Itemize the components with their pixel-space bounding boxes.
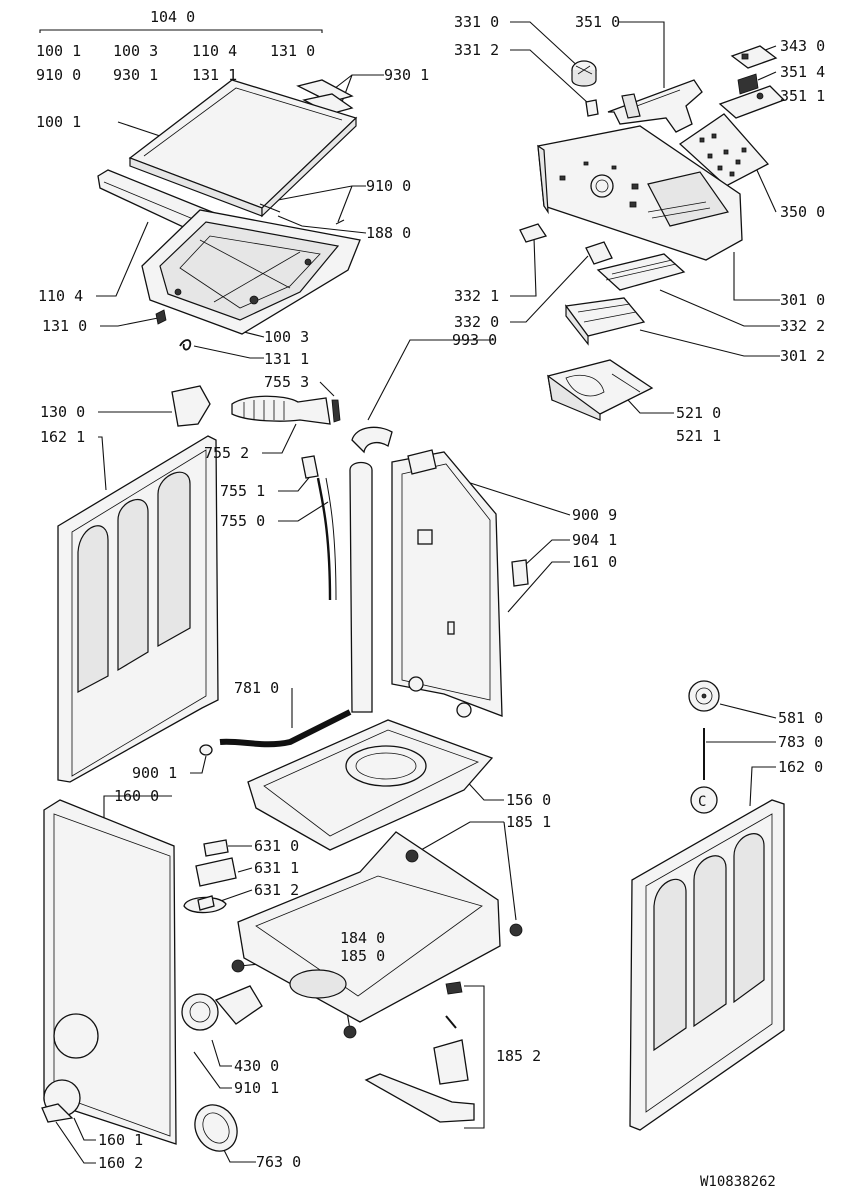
label-162-0: 162 0 — [778, 758, 823, 776]
part-labels: 104 0 100 1 100 3 110 4 131 0 910 0 930 … — [36, 8, 825, 1172]
label-581-0: 581 0 — [778, 709, 823, 727]
label-783-0: 783 0 — [778, 733, 823, 751]
label-160-2: 160 2 — [98, 1154, 143, 1172]
label-332-0: 332 0 — [454, 313, 499, 331]
filter-part — [194, 1104, 238, 1152]
top-frame-part — [141, 209, 361, 335]
drain-pump-part — [181, 985, 263, 1031]
label-104-0: 104 0 — [150, 8, 195, 26]
label-130-0: 130 0 — [40, 403, 85, 421]
knob-part — [571, 60, 599, 117]
control-panel-part — [537, 125, 743, 261]
button-part — [519, 223, 548, 243]
label-900-1: 900 1 — [132, 764, 177, 782]
label-910-1: 910 1 — [234, 1079, 279, 1097]
lid-latch-part — [171, 385, 211, 427]
svg-text:C: C — [698, 794, 706, 810]
label-755-1: 755 1 — [220, 482, 265, 500]
label-185-0: 185 0 — [340, 947, 385, 965]
label-521-1: 521 1 — [676, 427, 721, 445]
label-332-2: 332 2 — [780, 317, 825, 335]
label-631-1: 631 1 — [254, 859, 299, 877]
label-162-1: 162 1 — [40, 428, 85, 446]
label-160-1: 160 1 — [98, 1131, 143, 1149]
spring-part — [179, 339, 192, 351]
drain-tube-part — [301, 455, 337, 601]
label-910-0-b: 910 0 — [366, 177, 411, 195]
label-351-0: 351 0 — [575, 13, 620, 31]
label-131-1: 131 1 — [192, 66, 237, 84]
base-tray-part — [247, 719, 494, 851]
bracket-part — [511, 559, 529, 587]
label-332-1: 332 1 — [454, 287, 499, 305]
hinge-clip-part — [155, 309, 167, 325]
hose-connector-part — [351, 426, 393, 454]
document-code: W10838262 — [700, 1174, 776, 1190]
front-panel-part — [43, 799, 177, 1145]
button-row-part — [596, 253, 686, 291]
part-drawings: C — [41, 45, 786, 1152]
left-side-panel-part — [57, 435, 219, 783]
label-430-0: 430 0 — [234, 1057, 279, 1075]
label-100-3: 100 3 — [113, 42, 158, 60]
label-930-1: 930 1 — [113, 66, 158, 84]
label-631-2: 631 2 — [254, 881, 299, 899]
base-frame-part — [231, 831, 523, 1039]
top-lid-part — [128, 79, 358, 218]
label-131-0: 131 0 — [270, 42, 315, 60]
label-351-4: 351 4 — [780, 63, 825, 81]
label-185-1: 185 1 — [506, 813, 551, 831]
label-763-0: 763 0 — [256, 1153, 301, 1171]
leveling-foot-part — [364, 981, 475, 1123]
label-331-2: 331 2 — [454, 41, 499, 59]
drain-hose-part — [219, 709, 352, 748]
label-930-1-b: 930 1 — [384, 66, 429, 84]
label-900-9: 900 9 — [572, 506, 617, 524]
right-side-panel-part — [629, 799, 785, 1131]
label-343-0: 343 0 — [780, 37, 825, 55]
label-904-1: 904 1 — [572, 531, 617, 549]
label-301-0: 301 0 — [780, 291, 825, 309]
leader-lines — [39, 21, 780, 1164]
button-small-part — [585, 241, 613, 265]
label-993-0: 993 0 — [452, 331, 497, 349]
label-631-0: 631 0 — [254, 837, 299, 855]
label-185-2: 185 2 — [496, 1047, 541, 1065]
label-301-2: 301 2 — [780, 347, 825, 365]
grommet-part — [199, 744, 213, 756]
label-910-0: 910 0 — [36, 66, 81, 84]
front-door-part — [41, 1079, 81, 1123]
label-110-4-b: 110 4 — [38, 287, 83, 305]
label-131-1-b: 131 1 — [264, 350, 309, 368]
pump-small-parts — [183, 839, 237, 914]
label-156-0: 156 0 — [506, 791, 551, 809]
small-modules-part — [718, 45, 786, 119]
label-188-0: 188 0 — [366, 224, 411, 242]
label-351-1: 351 1 — [780, 87, 825, 105]
circuit-board-part — [678, 113, 770, 187]
label-755-2: 755 2 — [204, 444, 249, 462]
control-bracket-part — [607, 79, 703, 133]
label-131-0-b: 131 0 — [42, 317, 87, 335]
label-100-3-b: 100 3 — [264, 328, 309, 346]
label-755-3: 755 3 — [264, 373, 309, 391]
label-331-0: 331 0 — [454, 13, 499, 31]
label-100-1: 100 1 — [36, 42, 81, 60]
label-160-0: 160 0 — [114, 787, 159, 805]
label-161-0: 161 0 — [572, 553, 617, 571]
label-521-0: 521 0 — [676, 404, 721, 422]
dispenser-part — [547, 359, 654, 421]
vertical-pipe-part — [349, 461, 373, 713]
label-184-0: 184 0 — [340, 929, 385, 947]
label-100-1-b: 100 1 — [36, 113, 81, 131]
label-755-0: 755 0 — [220, 512, 265, 530]
dispenser-cover-part — [564, 297, 646, 346]
fill-hose-part — [231, 395, 341, 425]
back-panel-part — [391, 449, 503, 718]
label-110-4: 110 4 — [192, 42, 237, 60]
label-781-0: 781 0 — [234, 679, 279, 697]
pulley-part: C — [688, 680, 720, 814]
label-350-0: 350 0 — [780, 203, 825, 221]
